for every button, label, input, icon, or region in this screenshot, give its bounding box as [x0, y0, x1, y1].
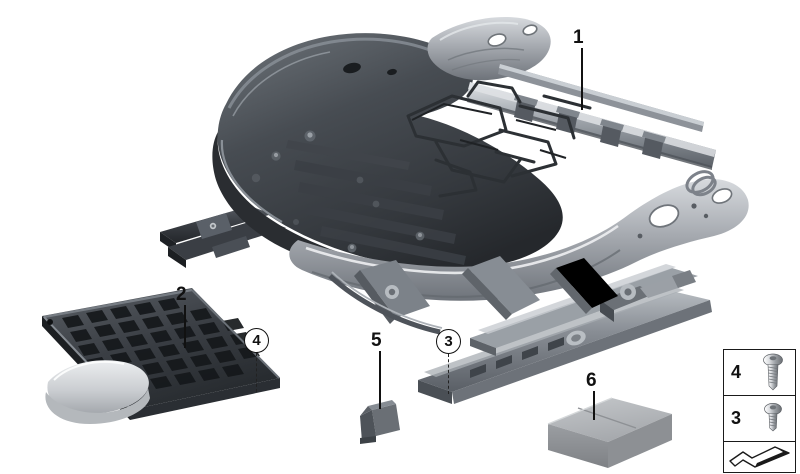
fastener-legend: 4: [723, 349, 796, 473]
callout-label-1: 1: [573, 27, 584, 48]
callout-label-6: 6: [586, 370, 597, 391]
callout-circle-4: 4: [244, 328, 269, 353]
callout-label-2: 2: [176, 284, 187, 305]
callout-leader-6: [593, 391, 595, 420]
callout-leader-5: [379, 351, 381, 409]
legend-number-3: 3: [731, 408, 742, 428]
legend-row-3: 3: [724, 396, 795, 442]
callout-circle-3: 3: [436, 329, 461, 354]
callout-leader-4: [256, 353, 257, 392]
legend-number-4: 4: [731, 362, 742, 382]
legend-row-4: 4: [724, 350, 795, 396]
callout-leader-1: [581, 48, 583, 110]
callout-label-5: 5: [371, 330, 382, 351]
view-arrow-icon: [724, 445, 795, 471]
short-screw-icon: [751, 401, 795, 437]
legend-row-view-arrow: [724, 442, 795, 474]
callout-leader-2: [184, 305, 186, 348]
long-screw-icon: [751, 353, 795, 393]
callout-leader-3: [448, 354, 449, 394]
